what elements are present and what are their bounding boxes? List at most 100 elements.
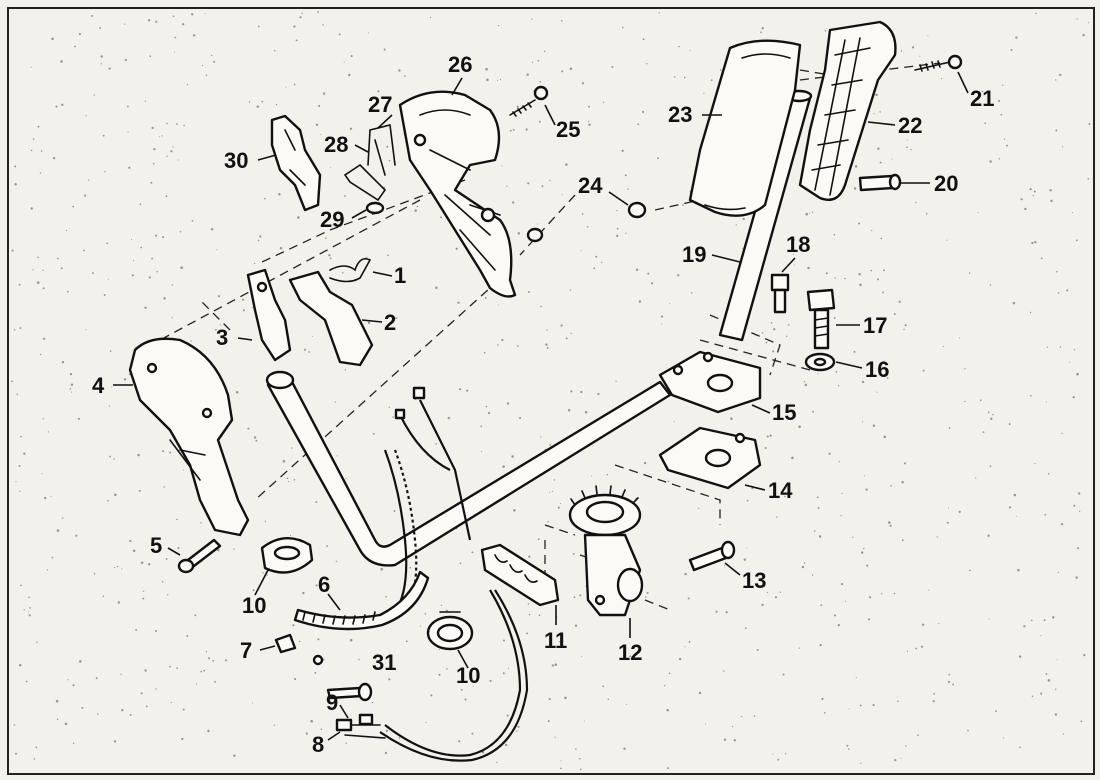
paper-speck bbox=[113, 458, 115, 460]
paper-speck bbox=[497, 344, 499, 346]
paper-speck bbox=[116, 565, 119, 568]
paper-speck bbox=[466, 389, 469, 392]
paper-speck bbox=[538, 614, 541, 617]
paper-speck bbox=[19, 327, 22, 329]
paper-speck bbox=[13, 724, 16, 726]
paper-speck bbox=[623, 747, 626, 750]
paper-speck bbox=[833, 614, 837, 617]
paper-speck bbox=[753, 715, 756, 717]
paper-speck bbox=[805, 212, 808, 216]
label-part-29: 29 bbox=[320, 207, 344, 232]
paper-speck bbox=[905, 745, 907, 747]
paper-speck bbox=[72, 684, 75, 687]
paper-speck bbox=[1047, 679, 1051, 682]
paper-speck bbox=[723, 670, 725, 672]
paper-speck bbox=[278, 193, 281, 196]
paper-speck bbox=[302, 591, 305, 595]
paper-speck bbox=[398, 737, 401, 739]
label-part-27: 27 bbox=[368, 92, 392, 117]
paper-speck bbox=[1032, 194, 1034, 197]
paper-speck bbox=[988, 618, 990, 620]
paper-speck bbox=[1066, 289, 1069, 292]
paper-speck bbox=[1088, 123, 1091, 125]
paper-speck bbox=[123, 23, 126, 25]
paper-speck bbox=[39, 172, 42, 174]
paper-speck bbox=[859, 704, 862, 707]
paper-speck bbox=[833, 233, 836, 236]
paper-speck bbox=[793, 264, 795, 266]
paper-speck bbox=[519, 416, 522, 420]
paper-speck bbox=[894, 758, 897, 762]
paper-speck bbox=[886, 377, 889, 379]
paper-speck bbox=[11, 249, 14, 252]
paper-speck bbox=[155, 234, 158, 237]
part-18-bolt bbox=[770, 273, 790, 314]
paper-speck bbox=[1000, 113, 1003, 116]
paper-speck bbox=[920, 645, 924, 648]
paper-speck bbox=[182, 23, 185, 26]
paper-speck bbox=[111, 386, 113, 388]
paper-speck bbox=[893, 313, 896, 316]
label-part-8: 8 bbox=[312, 732, 324, 757]
paper-speck bbox=[56, 529, 60, 532]
paper-speck bbox=[517, 725, 520, 728]
paper-speck bbox=[848, 708, 850, 710]
paper-speck bbox=[1040, 692, 1043, 695]
paper-speck bbox=[565, 337, 568, 340]
paper-speck bbox=[872, 704, 875, 707]
paper-speck bbox=[581, 82, 585, 85]
paper-speck bbox=[329, 257, 332, 260]
paper-speck bbox=[936, 536, 938, 538]
u-handle-tube bbox=[265, 370, 672, 567]
paper-speck bbox=[279, 246, 283, 250]
paper-speck bbox=[166, 122, 168, 125]
paper-speck bbox=[512, 128, 515, 131]
part-25-screw bbox=[509, 85, 549, 117]
paper-speck bbox=[32, 138, 35, 140]
paper-speck bbox=[23, 452, 26, 455]
paper-speck bbox=[37, 256, 39, 259]
paper-speck bbox=[554, 736, 556, 738]
paper-speck bbox=[195, 683, 198, 685]
paper-speck bbox=[942, 345, 944, 348]
paper-speck bbox=[746, 547, 748, 549]
paper-speck bbox=[883, 435, 887, 439]
paper-speck bbox=[30, 207, 33, 210]
paper-speck bbox=[484, 296, 487, 299]
paper-speck bbox=[14, 183, 17, 186]
paper-speck bbox=[13, 329, 16, 331]
paper-speck bbox=[792, 253, 794, 256]
paper-speck bbox=[817, 373, 819, 375]
part-21-screw bbox=[914, 54, 963, 72]
paper-speck bbox=[367, 32, 369, 34]
paper-speck bbox=[424, 613, 427, 615]
paper-speck bbox=[1075, 239, 1078, 242]
paper-speck bbox=[741, 247, 743, 249]
paper-speck bbox=[863, 547, 865, 550]
paper-speck bbox=[201, 64, 204, 67]
paper-speck bbox=[99, 26, 102, 29]
paper-speck bbox=[502, 672, 505, 675]
paper-speck bbox=[85, 115, 87, 117]
paper-speck bbox=[501, 338, 504, 342]
part-12-gear-housing bbox=[568, 485, 644, 617]
label-part-14: 14 bbox=[768, 478, 793, 503]
paper-speck bbox=[293, 479, 296, 481]
paper-speck bbox=[171, 284, 173, 286]
paper-speck bbox=[502, 639, 506, 642]
paper-speck bbox=[569, 67, 573, 71]
paper-speck bbox=[876, 278, 879, 281]
paper-speck bbox=[579, 594, 582, 597]
paper-speck bbox=[264, 197, 266, 200]
paper-speck bbox=[791, 456, 794, 460]
part-11-wire-holder bbox=[480, 543, 560, 607]
paper-speck bbox=[782, 673, 785, 676]
paper-speck bbox=[162, 236, 165, 239]
paper-speck bbox=[559, 503, 561, 505]
paper-speck bbox=[876, 391, 878, 393]
paper-speck bbox=[906, 650, 909, 652]
paper-speck bbox=[1057, 292, 1060, 294]
paper-speck bbox=[108, 405, 111, 407]
paper-speck bbox=[40, 150, 43, 152]
paper-speck bbox=[547, 720, 550, 723]
